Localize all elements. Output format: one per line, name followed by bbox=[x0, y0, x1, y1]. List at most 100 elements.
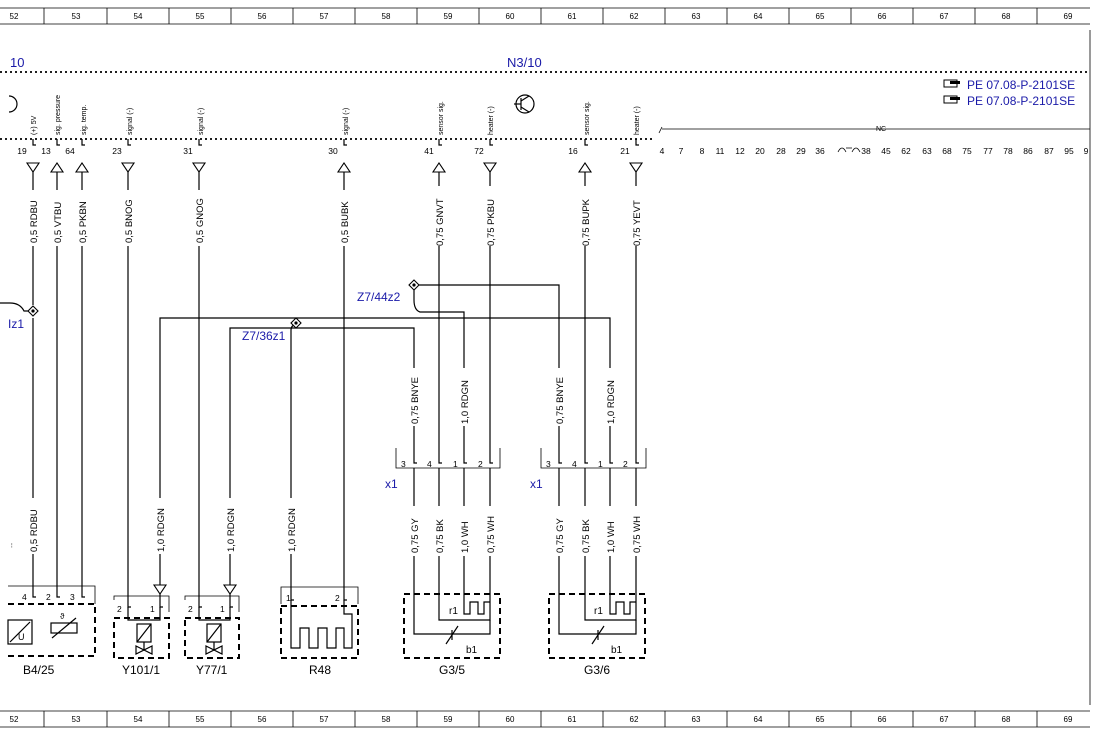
grid-col: 57 bbox=[320, 12, 329, 21]
nc-pin: 29 bbox=[796, 146, 806, 156]
grid-col: 60 bbox=[506, 12, 515, 21]
connector-pin: 1 bbox=[453, 459, 458, 469]
wire-label: 0,75 BK bbox=[435, 519, 446, 553]
temperature-symbol: ϑ bbox=[60, 612, 65, 621]
connector-pin: 4 bbox=[427, 459, 432, 469]
wire-label: 1,0 RDGN bbox=[606, 380, 617, 424]
nc-pin: 77 bbox=[983, 146, 993, 156]
heater-element-icon bbox=[290, 600, 353, 649]
sensor-label: b1 bbox=[611, 645, 623, 656]
component-pin: 2 bbox=[46, 592, 51, 602]
connector-x1-left: 3 4 1 2 x1 bbox=[385, 448, 501, 491]
wire-label: 0,5 BNOG bbox=[124, 199, 135, 243]
module-label-n3-10: N3/10 bbox=[507, 55, 542, 70]
component-y77-1: 2 1 Y77/1 bbox=[184, 594, 240, 677]
grid-col: 58 bbox=[382, 715, 391, 724]
nc-pin: 45 bbox=[881, 146, 891, 156]
pin-number: 21 bbox=[620, 146, 630, 156]
component-label: B4/25 bbox=[23, 663, 55, 677]
grid-col: 64 bbox=[754, 12, 763, 21]
pin-number: 19 bbox=[17, 146, 27, 156]
grid-col: 53 bbox=[72, 715, 81, 724]
grid-col: 63 bbox=[692, 715, 701, 724]
grid-col: 61 bbox=[568, 12, 577, 21]
reference-link[interactable]: PE 07.08-P-2101SE bbox=[967, 78, 1075, 92]
grid-col: 67 bbox=[940, 12, 949, 21]
pin-terminals bbox=[32, 139, 639, 146]
wire-label: 0,5 BUBK bbox=[340, 201, 351, 243]
component-pin: 1 bbox=[286, 593, 291, 603]
grid-col: 69 bbox=[1064, 12, 1073, 21]
nc-pin: 62 bbox=[901, 146, 911, 156]
grid-col: 59 bbox=[444, 715, 453, 724]
pin-number: 31 bbox=[183, 146, 193, 156]
grid-col: 65 bbox=[816, 715, 825, 724]
connector-pin: 4 bbox=[572, 459, 577, 469]
grid-col: 68 bbox=[1002, 715, 1011, 724]
nc-pin: 20 bbox=[755, 146, 765, 156]
wire-label: 1,0 RDGN bbox=[460, 380, 471, 424]
component-pin: 2 bbox=[188, 604, 193, 614]
wire-label: 1,0 WH bbox=[606, 521, 617, 553]
pin-function-label: sensor sig. bbox=[584, 101, 591, 135]
grid-col: 64 bbox=[754, 715, 763, 724]
wire-label: 0,75 GY bbox=[410, 517, 421, 553]
nc-pin: 86 bbox=[1023, 146, 1033, 156]
signal-arrows bbox=[25, 162, 644, 173]
nc-pin: 87 bbox=[1044, 146, 1054, 156]
wire-label-partial: -- bbox=[7, 542, 16, 548]
pin-number: 72 bbox=[474, 146, 484, 156]
voltage-sensor-icon: U bbox=[7, 619, 33, 645]
nc-pin: 12 bbox=[735, 146, 745, 156]
grid-col: 54 bbox=[134, 715, 143, 724]
wire-label: 0,75 GNVT bbox=[435, 198, 446, 246]
wire-label: 0,75 WH bbox=[486, 516, 497, 553]
grid-col: 62 bbox=[630, 715, 639, 724]
component-pin: 1 bbox=[220, 604, 225, 614]
grid-col: 63 bbox=[692, 12, 701, 21]
wire-label: 0,75 PKBU bbox=[486, 199, 497, 246]
grid-col: 62 bbox=[630, 12, 639, 21]
nc-pin: 36 bbox=[815, 146, 825, 156]
wire-label: 0,5 RDBU bbox=[29, 200, 40, 243]
nc-pin: 7 bbox=[679, 146, 684, 156]
pin-number: 13 bbox=[41, 146, 51, 156]
component-label: Y101/1 bbox=[122, 663, 160, 677]
transistor-icon bbox=[514, 94, 535, 114]
sensor-label: b1 bbox=[466, 645, 478, 656]
pin-function-label: signal (-) bbox=[198, 108, 205, 135]
heater-label: r1 bbox=[594, 606, 603, 617]
component-pin: 4 bbox=[22, 592, 27, 602]
pointer-hand-icon bbox=[943, 79, 960, 88]
nc-pin: 95 bbox=[1064, 146, 1074, 156]
grid-col: 60 bbox=[506, 715, 515, 724]
pin-function-label: sig. temp. bbox=[81, 105, 88, 135]
nc-pin: 8 bbox=[700, 146, 705, 156]
grid-col: 57 bbox=[320, 715, 329, 724]
solenoid-valve-icon bbox=[127, 607, 161, 655]
grid-col: 61 bbox=[568, 715, 577, 724]
pin-number: 16 bbox=[568, 146, 578, 156]
component-pin: 2 bbox=[335, 593, 340, 603]
partial-symbol-icon bbox=[8, 95, 18, 113]
pin-number: 30 bbox=[328, 146, 338, 156]
grid-col: 52 bbox=[10, 12, 19, 21]
grid-col: 55 bbox=[196, 715, 205, 724]
component-r48: 1 2 R48 bbox=[280, 586, 359, 677]
grid-col: 56 bbox=[258, 715, 267, 724]
reference-link[interactable]: PE 07.08-P-2101SE bbox=[967, 94, 1075, 108]
pointer-hand-icon bbox=[943, 95, 960, 104]
splice-label: Z7/44z2 bbox=[357, 290, 401, 304]
grid-col: 59 bbox=[444, 12, 453, 21]
splice-left: Iz1 bbox=[0, 302, 39, 331]
component-arrows bbox=[152, 584, 238, 595]
nc-label: NC bbox=[876, 126, 886, 133]
nc-pin: 11 bbox=[716, 146, 725, 156]
pin-function-label: heater (-) bbox=[634, 106, 641, 135]
bottom-grid-ruler: 52 53 54 55 56 57 58 59 60 61 62 63 64 6… bbox=[0, 710, 1090, 728]
splice-label: Z7/36z1 bbox=[242, 329, 286, 343]
top-grid-ruler: 52 53 54 55 56 57 58 59 60 61 62 63 64 6… bbox=[0, 7, 1090, 25]
solenoid-valve-icon bbox=[198, 607, 231, 655]
nc-pin: 4 bbox=[660, 146, 665, 156]
